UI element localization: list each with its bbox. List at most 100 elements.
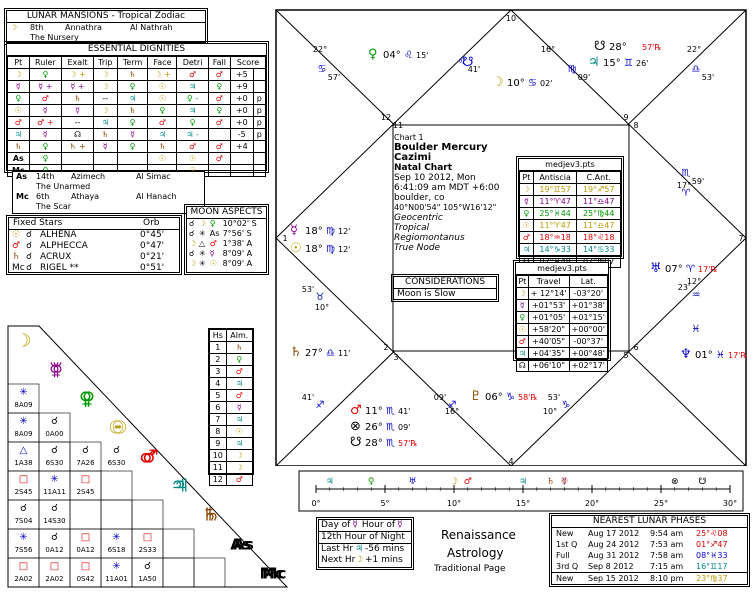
chart-date: Sep 10 2012, Mon xyxy=(394,173,476,183)
almuten-cell: ♂ xyxy=(225,473,254,486)
dignity-cell: ☉ xyxy=(147,92,178,105)
mansion-row: As 14th Azimech Al Simac xyxy=(13,172,204,182)
considerations-title: CONSIDERATIONS xyxy=(394,277,496,289)
strip-planet-marker: ☉ xyxy=(560,477,568,487)
moon-aspect-asp: ☽ xyxy=(189,259,197,268)
planet-degree: 07° xyxy=(665,264,683,275)
dignity-header: Term xyxy=(116,56,149,69)
house-number: 12 xyxy=(381,113,391,122)
planetary-hours-panel: Day of ☿ Hour of ☿ 12th Hour of Night La… xyxy=(316,517,414,570)
planet-glyph: ☋ xyxy=(462,55,474,70)
cusp-sign: ♉ xyxy=(316,292,325,303)
mansion-arabic: Al Simac xyxy=(136,172,171,181)
planet-sign: ♌ xyxy=(404,50,413,61)
fixed-star-a: ♂ xyxy=(12,241,21,251)
dignity-cell xyxy=(207,128,232,141)
dignity-cell: ♀ xyxy=(28,140,63,153)
planet-glyph: ☋ xyxy=(350,435,362,450)
planet-glyph: ☋ xyxy=(594,39,606,54)
dignities-title: ESSENTIAL DIGNITIES xyxy=(7,44,266,56)
strip-planet-marker: ♃ xyxy=(326,477,334,487)
strip-planet-marker: ♂ xyxy=(464,477,472,487)
cusp-minute: 59' xyxy=(692,177,704,186)
travel-cell: +01°53' xyxy=(527,299,570,312)
house-number: 5 xyxy=(623,351,628,360)
planet-minute: 17'℞ xyxy=(728,351,748,360)
dignity-cell xyxy=(252,68,267,81)
aspect-grid-cell xyxy=(100,470,133,501)
next-hour-label: Next Hr xyxy=(321,555,356,565)
cusp-degree: 22° xyxy=(313,45,327,54)
lunar-phase-cell: Aug 17 2012 xyxy=(588,529,640,538)
dignity-cell: p xyxy=(252,128,267,141)
aspect-symbol: ☌ xyxy=(51,503,58,514)
mansion-number: 8th xyxy=(30,23,44,32)
aspect-orb: 11A01 xyxy=(105,575,128,583)
dignity-cell: ☿ xyxy=(61,104,94,117)
strip-planet-marker: ☿ xyxy=(562,477,568,487)
dignity-cell: ♂ xyxy=(28,92,63,105)
aspect-grid-planet: ☿ xyxy=(49,360,60,381)
antiscia-title: medjev3.pts xyxy=(519,159,621,171)
planet-minute: 17'℞ xyxy=(698,265,718,274)
cusp-sign: ♌ xyxy=(458,56,467,67)
planet-degree: 06° xyxy=(485,392,503,403)
moon-aspect-asp: ☽ xyxy=(189,239,197,248)
planet-degree: 11° xyxy=(365,406,383,417)
wheel-planet: ♄27°♎11' xyxy=(290,345,350,360)
antiscia-cell: ♀ xyxy=(519,207,534,220)
wheel-planet: ♂11°♏41' xyxy=(350,403,410,418)
travel-cell: +00°48' xyxy=(568,347,609,360)
planet-degree: 01° xyxy=(695,350,713,361)
travel-cell: +06'10" xyxy=(527,359,570,372)
house-number: 7 xyxy=(738,234,743,243)
dignity-cell: +4 xyxy=(230,140,254,153)
strip-tick-label: 25° xyxy=(654,499,668,508)
almuten-row: 8☉ xyxy=(209,425,254,438)
day-hour-row: Day of ☿ Hour of ☿ xyxy=(319,520,411,532)
lunar-phase-cell: 8:10 pm xyxy=(650,574,684,583)
dignity-cell: ☽ xyxy=(7,68,30,81)
dignity-cell: +9 xyxy=(230,80,254,93)
dignity-cell: ♄ xyxy=(147,140,178,153)
lunar-phase-cell: Sep 15 2012 xyxy=(588,574,639,583)
hour-of-label: Hour of xyxy=(361,520,396,530)
travel-cell: ☊ xyxy=(516,359,529,372)
dignity-cell: ☽ xyxy=(92,80,118,93)
fixed-stars-header: Fixed Stars Orb xyxy=(9,218,179,230)
aspect-grid-planet: As xyxy=(233,536,254,554)
cusp-minute: 53' xyxy=(702,73,714,82)
planet-sign: ♏ xyxy=(386,438,395,449)
aspect-orb: 8A09 xyxy=(14,430,32,438)
dignity-cell: ♃ xyxy=(176,104,209,117)
lunar-phase-cell: 7:58 am xyxy=(650,551,684,560)
dignity-cell: -5 xyxy=(230,128,254,141)
travel-cell: +01°15' xyxy=(568,311,609,324)
antiscia-cell: 25°♍44 xyxy=(576,207,621,220)
dignity-row: ☿☿ +☿ +☽♀☉♃♀+9 xyxy=(7,80,267,93)
dignity-row: As♀☉☉♂ xyxy=(7,152,267,165)
last-hour-row: Last Hr ♃ -56 mins xyxy=(319,544,411,555)
aspect-grid-planet: As xyxy=(230,536,251,554)
planet-sign: ♑ xyxy=(506,392,515,403)
travel-cell: + 12°14' xyxy=(527,287,570,300)
antiscia-cell: ☿ xyxy=(519,195,534,208)
aspect-grid-cell xyxy=(162,528,195,559)
dignity-cell: +0 xyxy=(230,104,254,117)
antiscia-cell: 11°♈47 xyxy=(532,195,578,208)
fixed-star-row: Mc☌RIGEL **0°51' xyxy=(9,263,179,274)
moon-aspect-asp: ☌ xyxy=(189,219,195,228)
planet-minute: 12' xyxy=(338,227,350,236)
chart-time: 6:41:09 am MDT +6:00 xyxy=(394,183,500,193)
travel-row: ♂+40'05"-00°37' xyxy=(516,335,609,348)
dignity-cell: ♄ xyxy=(7,140,30,153)
moon-aspects-title: MOON ASPECTS xyxy=(187,207,266,219)
dignity-cell: ♄ xyxy=(116,104,149,117)
travel-cell: +01°05' xyxy=(527,311,570,324)
chart-node: True Node xyxy=(394,243,441,253)
